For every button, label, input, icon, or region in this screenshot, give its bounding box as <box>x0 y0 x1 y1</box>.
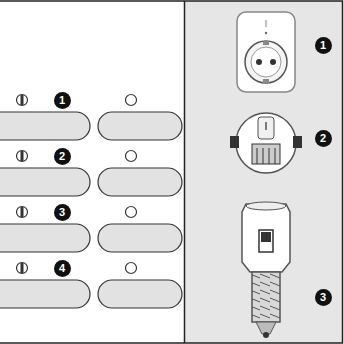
lamp-socket-adapter <box>242 202 290 338</box>
callout-number: 3 <box>315 289 332 306</box>
panel-edge <box>0 342 184 344</box>
callout-number: 1 <box>54 92 71 109</box>
callout-number: 2 <box>315 130 332 147</box>
panel-edge <box>0 0 184 2</box>
device-panel <box>185 1 343 343</box>
flush-mount-module <box>230 113 302 173</box>
button-row <box>0 95 182 141</box>
callout-number: 3 <box>54 204 71 221</box>
button-row <box>0 151 182 197</box>
callout-number: 4 <box>54 260 71 277</box>
button-row <box>0 207 182 253</box>
plug-socket <box>237 12 295 92</box>
callout-number: 2 <box>54 148 71 165</box>
remote-buttons <box>0 95 182 309</box>
callout-number: 1 <box>315 37 332 54</box>
button-row <box>0 263 182 309</box>
